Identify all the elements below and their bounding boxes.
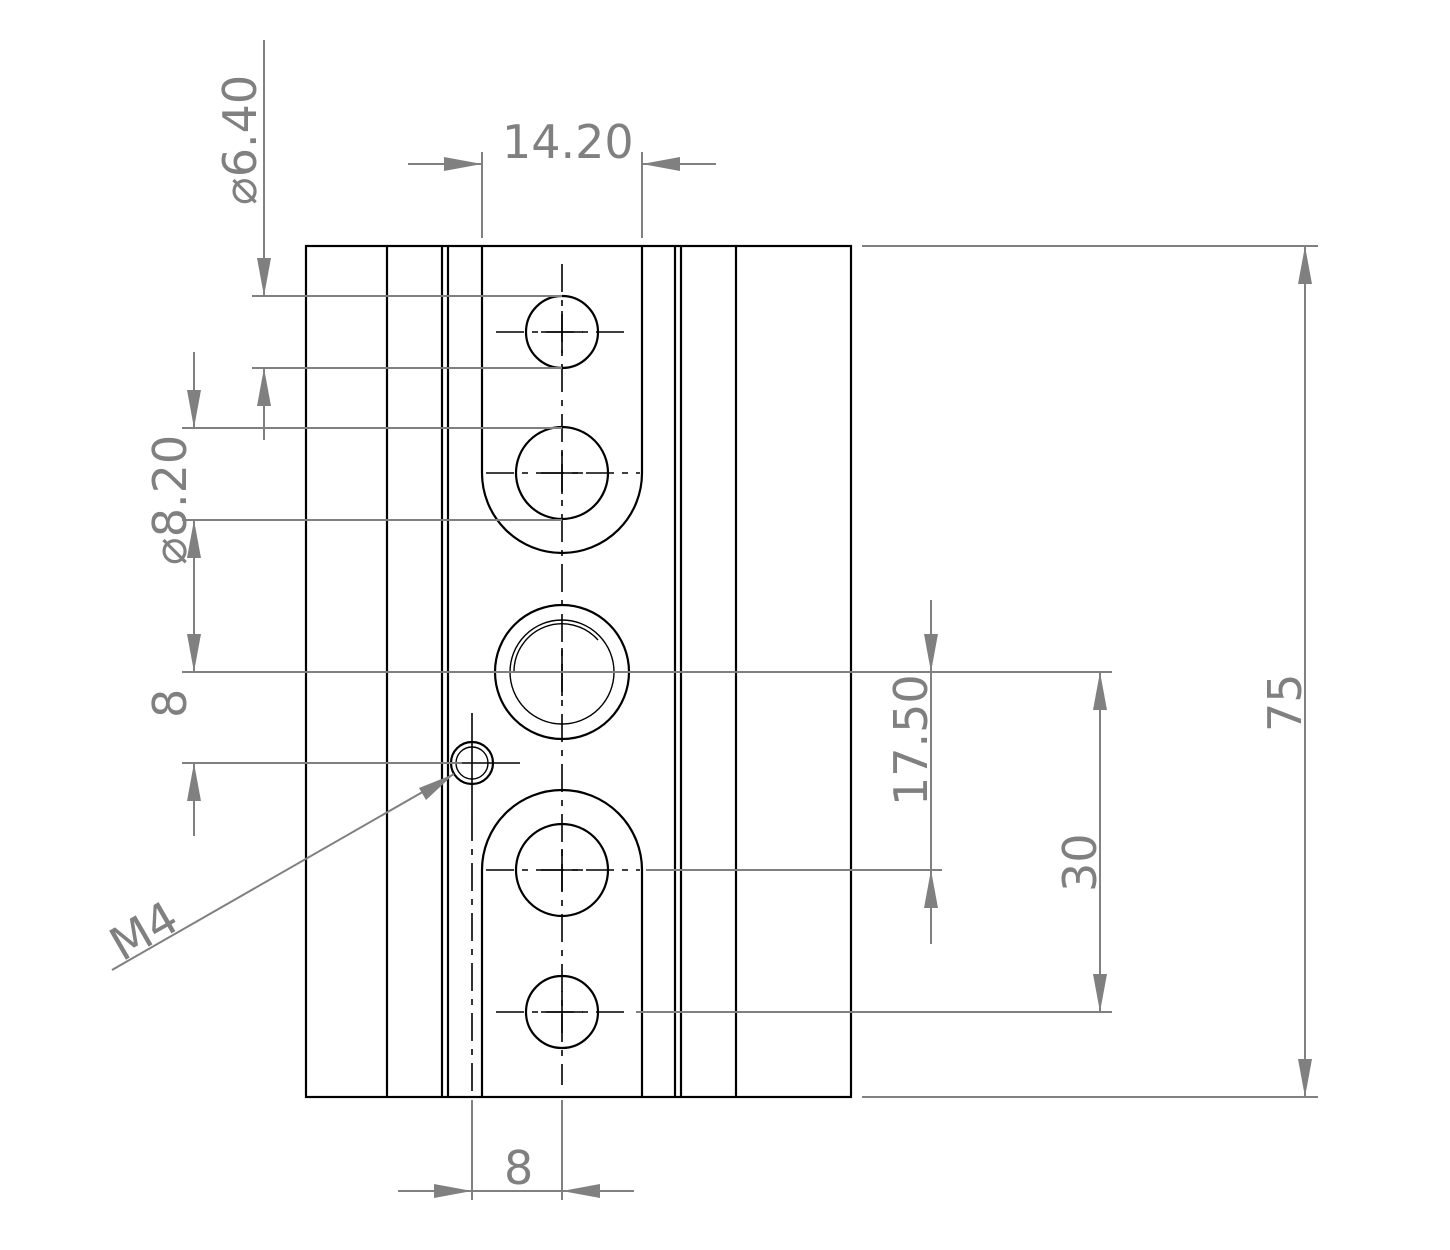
dim-text-d820: ⌀8.20: [143, 435, 197, 565]
dim-vertical-8: 8: [143, 596, 1112, 836]
dim-text-w1420: 14.20: [502, 115, 634, 169]
dim-vertical-75: 75: [862, 245, 1318, 1098]
dim-width-14-20: 14.20: [408, 115, 716, 238]
dim-horizontal-8: 8: [398, 1100, 634, 1200]
dim-text-v75: 75: [1258, 673, 1312, 732]
dim-text-h8: 8: [504, 1141, 533, 1195]
dim-diameter-6-40: ⌀6.40: [213, 40, 562, 440]
dim-vertical-17-50: 17.50: [646, 600, 942, 944]
dim-leader-m4: M4: [101, 773, 455, 972]
dimensions: ⌀6.40 14.20 ⌀8.20: [101, 40, 1318, 1200]
dim-text-v30: 30: [1053, 833, 1107, 892]
part-outline: [304, 244, 853, 1099]
dim-text-v8: 8: [143, 689, 197, 718]
dim-text-v1750: 17.50: [884, 674, 938, 806]
dim-diameter-8-20: ⌀8.20: [143, 352, 562, 596]
centerlines: [471, 264, 660, 1097]
dim-text-m4: M4: [101, 890, 188, 971]
dim-vertical-30: 30: [636, 672, 1112, 1013]
dim-text-d640: ⌀6.40: [213, 75, 267, 205]
